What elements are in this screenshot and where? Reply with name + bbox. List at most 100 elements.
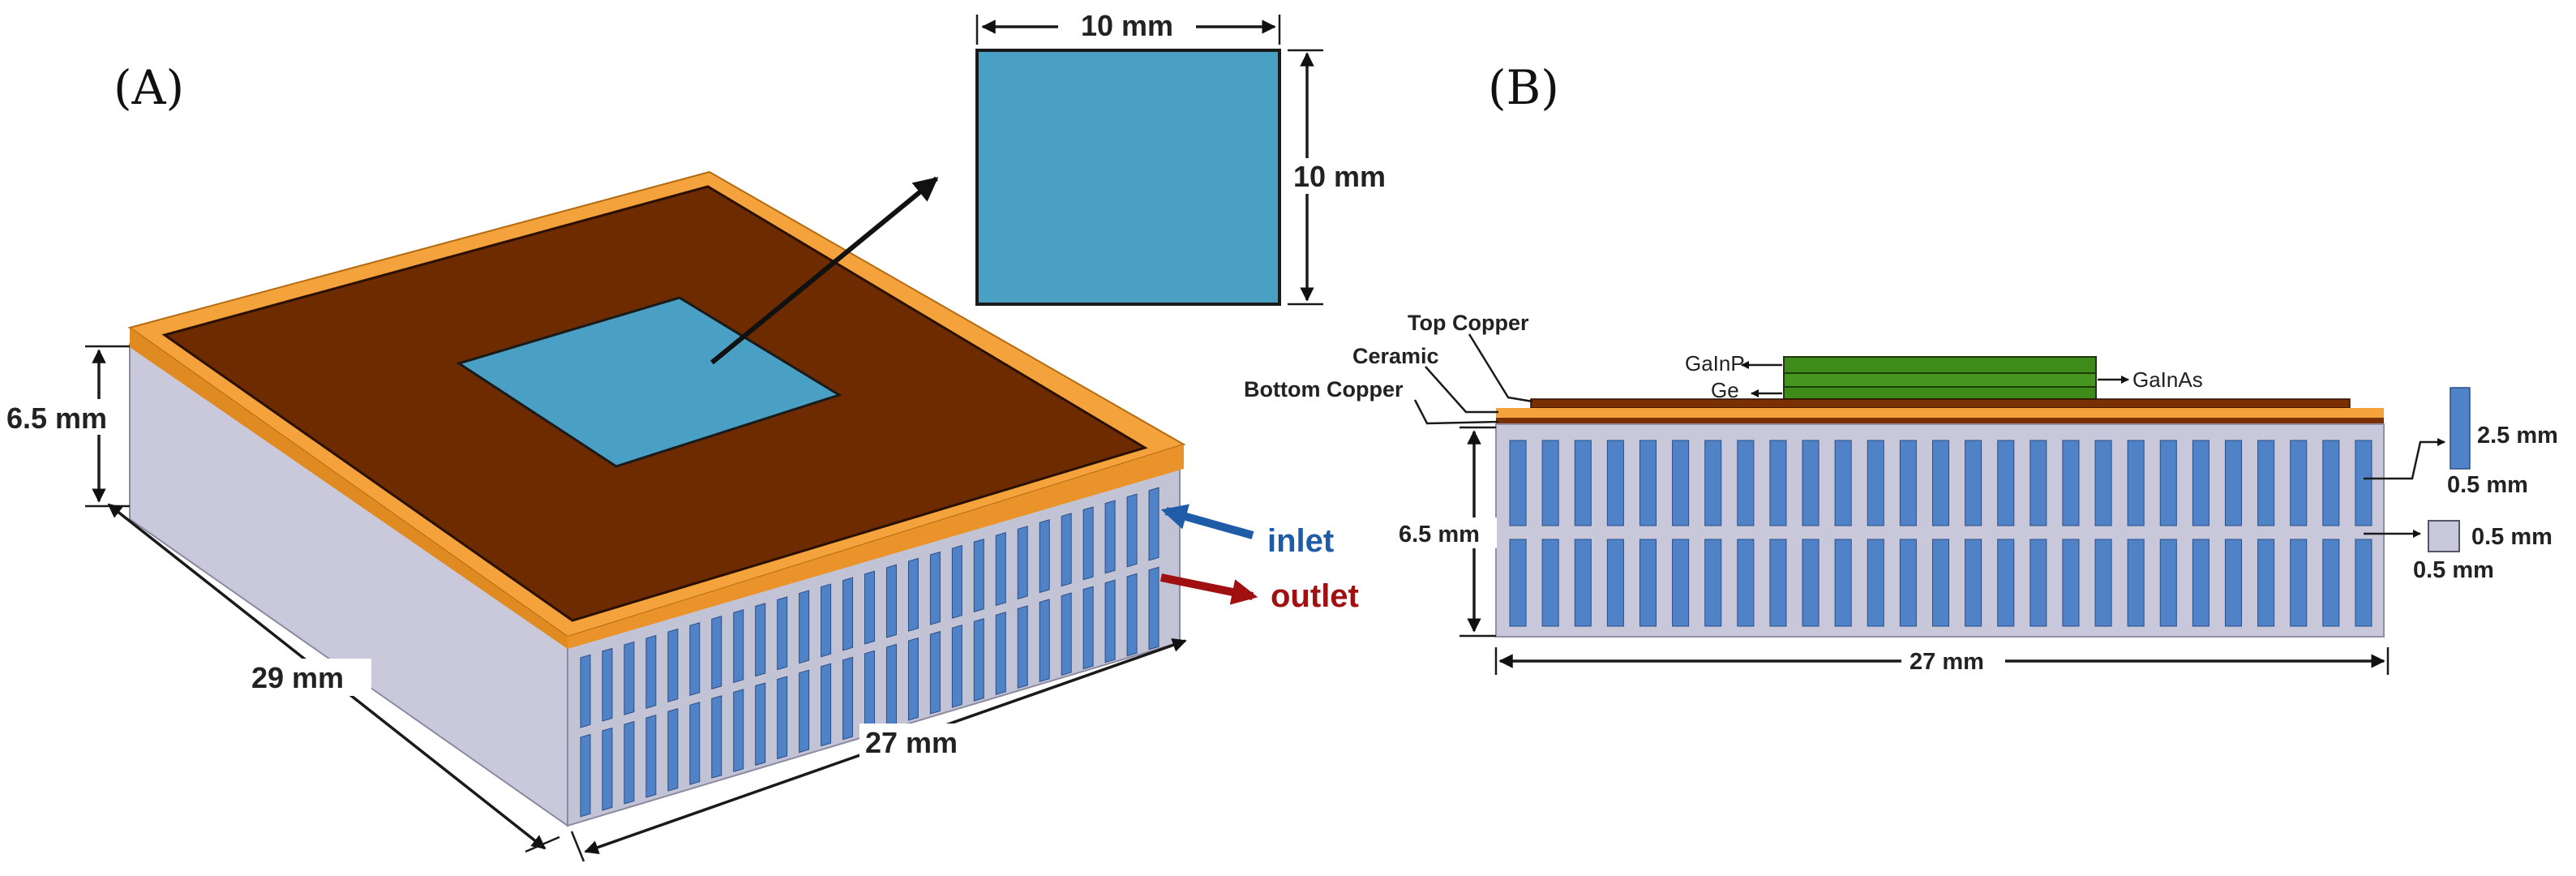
side-channel-upper bbox=[1899, 440, 1917, 526]
chip-zoom-square bbox=[975, 49, 1281, 306]
height-label-bg bbox=[3, 399, 125, 435]
channel-width-label: 0.5 mm bbox=[2447, 472, 2528, 498]
front-channel-upper bbox=[1148, 487, 1159, 561]
front-channel-lower bbox=[624, 720, 635, 805]
chip-width-label: 10 mm bbox=[1081, 9, 1173, 42]
panel-a-label: (A) bbox=[114, 60, 184, 115]
front-channel-upper bbox=[645, 634, 657, 709]
side-channel-upper bbox=[1606, 440, 1624, 526]
side-channel-lower bbox=[1802, 539, 1819, 627]
bottom-copper-layer bbox=[1496, 418, 2384, 424]
front-channel-lower bbox=[1082, 586, 1094, 670]
front-channel-upper bbox=[755, 603, 766, 677]
bottom-copper-leader bbox=[1413, 399, 1499, 425]
front-channel-lower bbox=[777, 676, 788, 760]
side-channel-lower bbox=[1574, 539, 1592, 627]
side-channel-upper bbox=[1541, 440, 1559, 526]
side-width-label: 27 mm bbox=[1909, 649, 1984, 675]
side-height-label: 6.5 mm bbox=[1399, 522, 1480, 548]
side-channel-upper bbox=[2322, 440, 2340, 526]
front-channel-lower bbox=[995, 612, 1006, 695]
width-tick-left bbox=[570, 831, 585, 862]
side-channel-upper bbox=[1965, 440, 1982, 526]
side-channel-lower bbox=[1737, 539, 1755, 627]
front-channel-lower bbox=[755, 682, 766, 766]
top-copper-label: Top Copper bbox=[1408, 311, 1529, 335]
front-channel-lower bbox=[711, 695, 722, 779]
channel-detail bbox=[2450, 387, 2471, 470]
side-channel-lower bbox=[1867, 539, 1884, 627]
side-channel-lower bbox=[2355, 539, 2372, 627]
front-channel-lower bbox=[667, 708, 679, 792]
zoom-pointer-arrow bbox=[710, 176, 939, 365]
solar-cell-chip bbox=[456, 296, 842, 468]
front-channel-lower bbox=[842, 656, 854, 741]
gainp-label: GaInP bbox=[1685, 351, 1745, 376]
front-channel-upper bbox=[777, 596, 788, 671]
front-channel-upper bbox=[973, 538, 984, 612]
side-channel-upper bbox=[1931, 440, 1950, 526]
side-channel-upper bbox=[1672, 440, 1690, 526]
side-channel-lower bbox=[1541, 539, 1559, 627]
side-channel-lower bbox=[1509, 539, 1527, 627]
bottom-copper-label: Bottom Copper bbox=[1244, 377, 1404, 402]
top-copper-leader bbox=[1468, 333, 1533, 403]
front-channel-upper bbox=[821, 583, 832, 658]
front-channel-upper bbox=[1039, 519, 1050, 594]
front-channel-upper bbox=[711, 616, 722, 690]
cell-layer-ge bbox=[1783, 386, 2097, 400]
width-label: 27 mm bbox=[865, 726, 958, 759]
front-channel-lower bbox=[1104, 579, 1116, 663]
side-channel-upper bbox=[1769, 440, 1787, 526]
front-channel-lower bbox=[1148, 566, 1159, 651]
front-channel-upper bbox=[602, 647, 613, 722]
front-channel-lower bbox=[821, 663, 832, 747]
side-channel-lower bbox=[1639, 539, 1657, 627]
side-channel-upper bbox=[1802, 440, 1819, 526]
ceramic-layer bbox=[1496, 408, 2384, 418]
front-channel-lower bbox=[929, 630, 941, 715]
side-channel-upper bbox=[1997, 440, 2015, 526]
front-channel-lower bbox=[885, 643, 897, 728]
front-channel-upper bbox=[885, 564, 897, 638]
panel-b-label: (B) bbox=[1488, 60, 1559, 115]
depth-label-bg bbox=[242, 659, 371, 696]
front-channel-lower bbox=[602, 727, 613, 811]
side-channel-lower bbox=[2192, 539, 2210, 627]
side-channel-lower bbox=[2062, 539, 2080, 627]
front-channel-upper bbox=[1082, 506, 1094, 581]
front-channel-upper bbox=[1126, 493, 1138, 568]
front-channel-lower bbox=[1126, 573, 1138, 657]
front-channel-upper bbox=[864, 570, 876, 645]
ceramic-label: Ceramic bbox=[1352, 344, 1439, 368]
side-channel-lower bbox=[2290, 539, 2308, 627]
chip-height-label: 10 mm bbox=[1293, 160, 1386, 193]
gainas-label: GaInAs bbox=[2132, 367, 2203, 392]
side-channel-lower bbox=[2159, 539, 2177, 627]
panel-b: (B) Top Copper Ceramic Bottom Copper GaI… bbox=[1244, 60, 2558, 676]
cell-layer-gainas bbox=[1783, 372, 2097, 388]
front-channel-upper bbox=[995, 532, 1006, 607]
side-width-label-bg bbox=[1901, 645, 2005, 676]
side-channel-upper bbox=[2224, 440, 2243, 526]
channel-detail-leader bbox=[2364, 438, 2445, 480]
side-channel-lower bbox=[1606, 539, 1624, 627]
side-channel-lower bbox=[2224, 539, 2243, 627]
front-channel-upper bbox=[907, 557, 919, 632]
side-channel-upper bbox=[1509, 440, 1527, 526]
depth-label: 29 mm bbox=[251, 661, 344, 694]
ceramic-leader bbox=[1425, 366, 1498, 414]
front-channel-upper bbox=[580, 654, 591, 728]
side-channel-lower bbox=[2322, 539, 2340, 627]
side-channel-upper bbox=[2290, 440, 2308, 526]
chip-height-label-bg bbox=[1291, 158, 1404, 194]
side-channel-upper bbox=[2257, 440, 2275, 526]
side-channel-upper bbox=[2030, 440, 2047, 526]
panel-a: (A) 10 mm 10 mm 6.5 mm bbox=[3, 8, 1404, 862]
front-channel-lower bbox=[1017, 605, 1028, 689]
side-channel-lower bbox=[2094, 539, 2112, 627]
side-channel-lower bbox=[1704, 539, 1722, 627]
side-channel-lower bbox=[2127, 539, 2145, 627]
rib-height-label: 0.5 mm bbox=[2471, 524, 2552, 550]
front-channel-lower bbox=[580, 733, 591, 818]
